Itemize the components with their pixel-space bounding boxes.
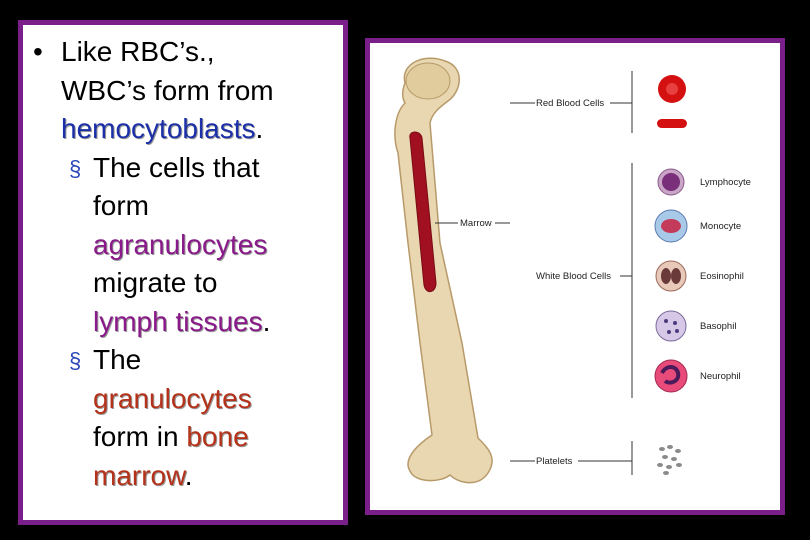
form-in-text: form in [93,421,179,452]
marrow-cavity [409,131,437,292]
term-granulocytes: granulocytes [93,382,252,414]
slide-text: • Like RBC’s., WBC’s form from hemocytob… [33,33,333,495]
period: . [184,459,193,491]
bullet-dot: • [33,36,43,67]
period: . [262,305,271,337]
label-lymphocyte: Lymphocyte [700,177,751,188]
sub-bullet-marker: § [69,348,82,373]
neutrophil-icon [654,359,688,393]
period: . [255,113,264,144]
lymphocyte-icon [657,168,685,196]
platelets-icon [657,445,682,475]
label-basophil: Basophil [700,321,736,332]
label-marrow: Marrow [460,218,492,229]
sub-bullet-2: § The granulocytes form in bone marrow. [33,341,333,495]
monocyte-icon [654,209,688,243]
term-bone: bone [186,421,249,452]
main-line-2: WBC’s form from [61,74,274,106]
basophil-icon [655,310,687,342]
sub2-line-3: form in bone [93,418,333,457]
label-white-blood-cells: White Blood Cells [536,271,611,282]
bone-diagram: Red Blood Cells Marrow White Blood Cells… [394,57,751,484]
sub2-line-4: marrow. [93,457,333,496]
main-bullet: • Like RBC’s., WBC’s form from hemocytob… [33,33,333,149]
sub2-line-1: The [93,344,142,375]
main-line-1: Like RBC’s., [61,36,215,67]
label-eosinophil: Eosinophil [700,271,744,282]
sub-bullet-marker: § [69,155,82,181]
label-red-blood-cells: Red Blood Cells [536,98,604,109]
term-marrow: marrow [93,459,185,491]
label-neurophil: Neurophil [700,371,741,382]
sub1-line-5: lymph tissues. [93,303,333,342]
sub1-line-1: The cells that [93,151,260,183]
text-panel: • Like RBC’s., WBC’s form from hemocytob… [18,20,348,525]
label-monocyte: Monocyte [700,221,741,232]
sub1-line-2: form [93,190,149,221]
term-hemocytoblasts: hemocytoblasts [61,113,256,144]
label-platelets: Platelets [536,456,573,467]
term-lymph-tissues: lymph tissues [93,305,263,337]
sub-bullet-1: § The cells that form agranulocytes migr… [33,149,333,342]
term-agranulocytes: agranulocytes [93,228,268,260]
main-line-3: hemocytoblasts. [61,110,333,149]
diagram-panel: Red Blood Cells Marrow White Blood Cells… [365,38,785,515]
eosinophil-icon [655,260,687,292]
femur-bone [394,57,493,484]
red-blood-cell-icons [657,75,687,128]
sub1-line-4: migrate to [93,267,218,298]
